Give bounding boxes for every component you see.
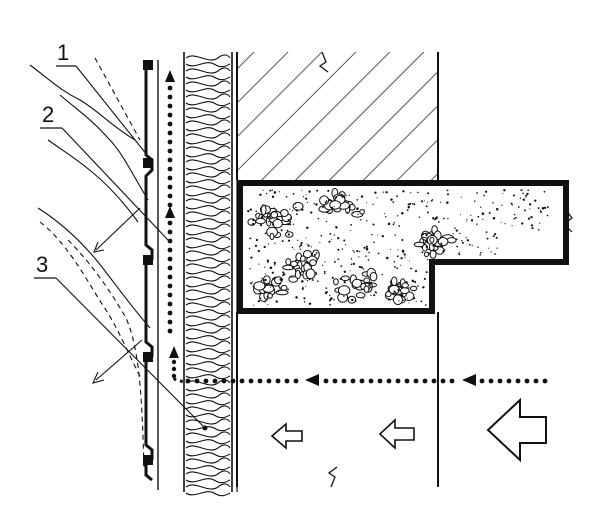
insulation-layer xyxy=(183,52,238,497)
outline-arrow-left-icon xyxy=(486,397,547,463)
air-arrow-up-icon xyxy=(169,346,179,358)
air-flow-horizontal xyxy=(185,374,548,386)
rain-lines xyxy=(29,57,151,469)
facade-cladding xyxy=(143,60,159,490)
insulation-waves xyxy=(185,54,231,497)
callout-number-2: 2 xyxy=(42,102,54,127)
callout-number-1: 1 xyxy=(57,40,69,65)
concrete-slab xyxy=(237,180,573,314)
outline-arrow-left-icon xyxy=(378,418,415,450)
slab-aggregate xyxy=(247,187,549,306)
callout-2: 2 xyxy=(40,102,169,241)
masonry-wall-lower xyxy=(236,312,439,488)
callout-number-3: 3 xyxy=(36,252,48,277)
masonry-wall-upper xyxy=(236,51,439,180)
callout-1: 1 xyxy=(56,40,152,161)
callout-3: 3 xyxy=(34,252,208,431)
air-flow-vertical xyxy=(165,70,185,383)
open-arrowhead-icon xyxy=(93,241,105,253)
open-arrowhead-icon xyxy=(92,371,105,384)
heat-flow-arrows xyxy=(270,397,547,463)
outline-arrow-left-icon xyxy=(270,422,303,450)
air-arrow-up-icon xyxy=(165,206,175,218)
air-arrow-up-icon xyxy=(165,70,175,82)
air-arrow-left-icon xyxy=(305,374,319,386)
air-arrow-left-icon xyxy=(462,374,476,386)
